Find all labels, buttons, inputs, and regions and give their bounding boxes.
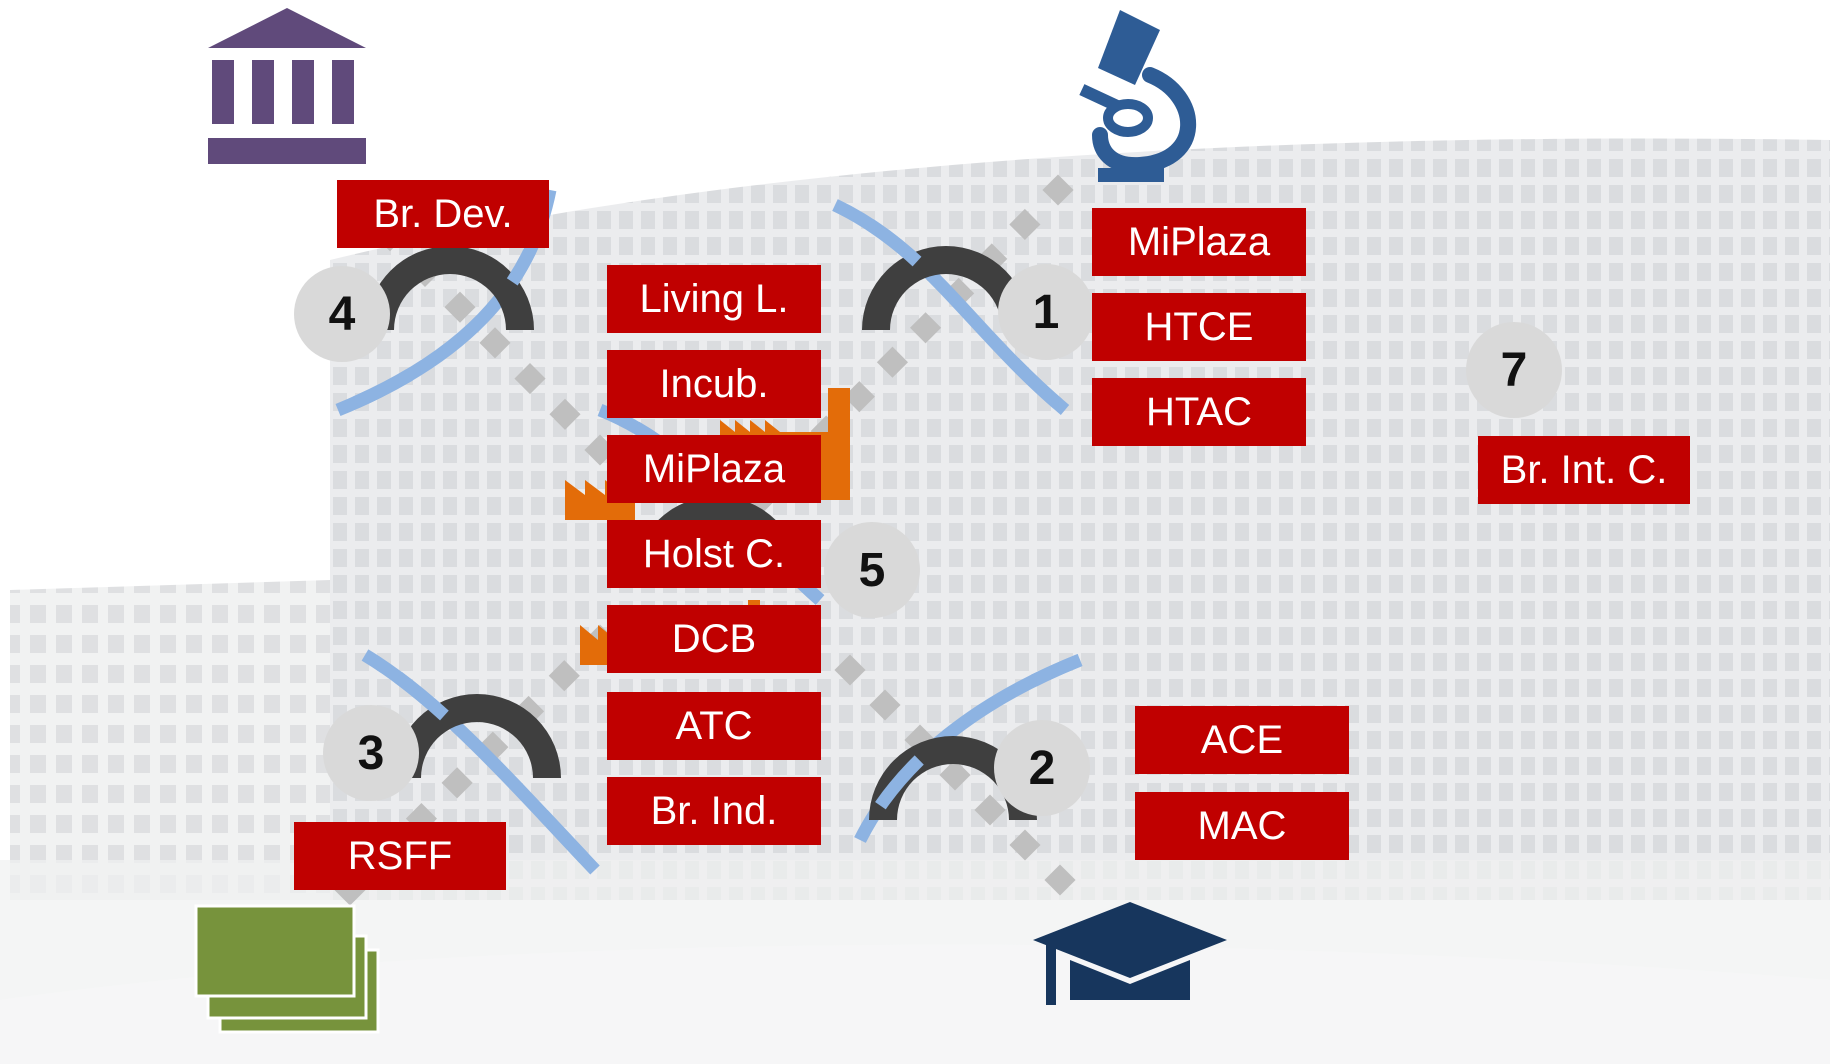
dotted-link-education: [1044, 864, 1076, 896]
blue-curve-node-1-overlay: [832, 199, 1070, 415]
label-box: Br. Int. C.: [1478, 436, 1690, 504]
dotted-link-government: [549, 398, 581, 430]
label-box: Holst C.: [607, 520, 821, 588]
dotted-link-science: [909, 312, 942, 344]
arch-node-1: [862, 246, 1030, 330]
graduation-cap-icon: [1033, 902, 1227, 1005]
dotted-link-government: [514, 363, 546, 395]
node-number-3: 3: [323, 705, 419, 801]
dotted-link-government: [444, 291, 476, 323]
dotted-link-government: [479, 327, 511, 359]
node-number-4: 4: [294, 266, 390, 362]
label-box: Br. Dev.: [337, 180, 549, 248]
node-number-2: 2: [994, 720, 1090, 816]
dotted-link-science: [876, 346, 909, 378]
dotted-link-education: [869, 689, 901, 721]
arch-node-5: [633, 496, 801, 580]
label-box: MiPlaza: [1092, 208, 1306, 276]
label-box: ATC: [607, 692, 821, 760]
dotted-link-education: [834, 654, 866, 686]
label-box: MiPlaza: [607, 435, 821, 503]
dotted-link-education: [1009, 829, 1041, 861]
node-number-5: 5: [824, 522, 920, 618]
dotted-link-finance: [441, 767, 473, 799]
blue-curve-node-4-overlay: [335, 188, 557, 417]
microscope-icon: [1079, 10, 1197, 182]
arch-node-4: [366, 246, 534, 330]
label-box: HTAC: [1092, 378, 1306, 446]
label-box: HTCE: [1092, 293, 1306, 361]
label-box: RSFF: [294, 822, 506, 890]
label-box: Br. Ind.: [607, 777, 821, 845]
blue-curve-node-3-overlay: [361, 649, 600, 875]
label-box: Living L.: [607, 265, 821, 333]
dotted-link-finance: [548, 660, 580, 692]
blue-curve-node-2-overlay: [854, 653, 1083, 843]
node-number-1: 1: [998, 264, 1094, 360]
government-building-icon: [208, 8, 366, 164]
label-box: Incub.: [607, 350, 821, 418]
dotted-link-education: [974, 794, 1006, 826]
dotted-link-science: [1042, 174, 1074, 206]
label-box: ACE: [1135, 706, 1349, 774]
label-box: MAC: [1135, 792, 1349, 860]
dotted-link-science: [843, 381, 875, 413]
money-stack-icon: [194, 904, 380, 1034]
label-box: DCB: [607, 605, 821, 673]
dotted-link-science: [1009, 208, 1041, 241]
node-number-7: 7: [1466, 322, 1562, 418]
